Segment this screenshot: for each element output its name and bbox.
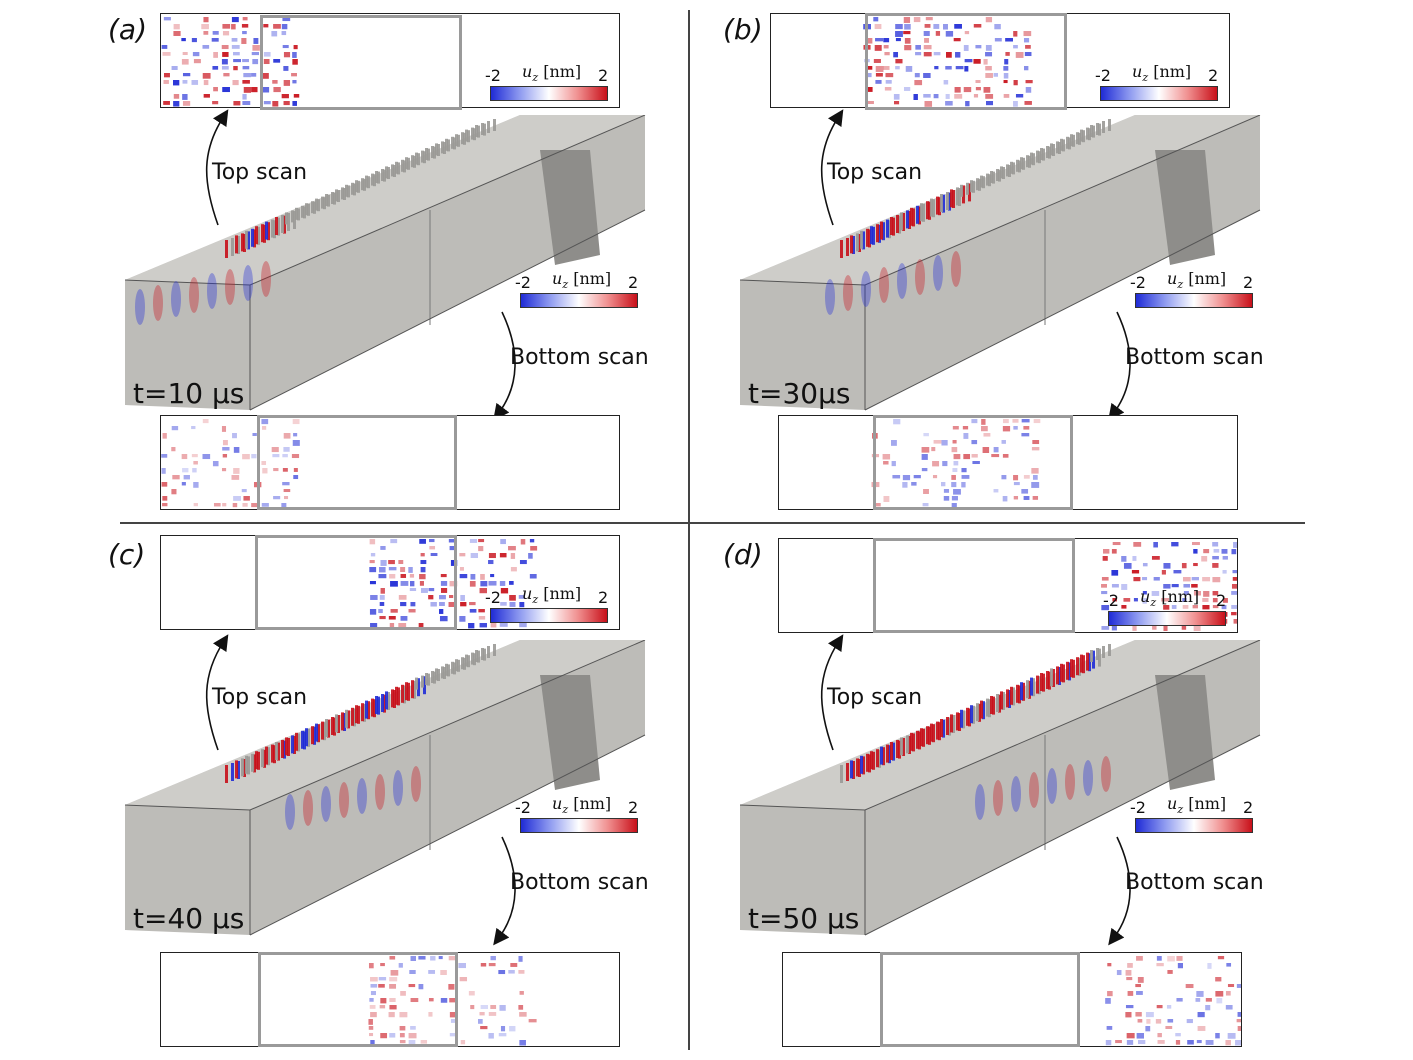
panel-label: (c) xyxy=(108,538,146,571)
time-label: t=50 μs xyxy=(748,902,860,935)
colorbar-min-label: -2 xyxy=(485,588,501,607)
curved-arrow xyxy=(820,634,844,751)
colorbar-min-label: -2 xyxy=(1130,273,1146,292)
curved-arrow xyxy=(205,634,229,751)
colorbar: -2 uz [nm] 2 xyxy=(1130,794,1265,840)
bottom-scan-highlight xyxy=(257,415,457,510)
colorbar-gradient xyxy=(1135,293,1253,308)
top-scan-label: Top scan xyxy=(827,685,923,710)
colorbar-max-label: 2 xyxy=(1243,273,1254,292)
structure-3d-view xyxy=(100,639,660,950)
colorbar-gradient xyxy=(520,818,638,833)
colorbar-min-label: -2 xyxy=(485,66,501,85)
curved-arrow xyxy=(493,836,516,946)
colorbar-min-label: -2 xyxy=(1103,591,1119,610)
colorbar-max-label: 2 xyxy=(1208,66,1219,85)
time-label: t=10 μs xyxy=(133,377,245,410)
colorbar-min-label: -2 xyxy=(515,798,531,817)
colorbar: -2 uz [nm] 2 xyxy=(1130,269,1265,315)
colorbar-max-label: 2 xyxy=(1216,591,1227,610)
colorbar-max-label: 2 xyxy=(628,798,639,817)
bottom-scan-label: Bottom scan xyxy=(1125,345,1264,370)
colorbar-max-label: 2 xyxy=(598,588,609,607)
panel-label: (b) xyxy=(723,13,763,46)
panel-label: (a) xyxy=(108,13,148,46)
bottom-scan-highlight xyxy=(880,952,1080,1047)
colorbar-title: uz [nm] xyxy=(552,269,612,292)
curved-arrow xyxy=(1108,311,1131,421)
panel-label: (d) xyxy=(723,538,763,571)
colorbar-title: uz [nm] xyxy=(522,62,582,85)
bottom-scan-highlight xyxy=(873,415,1073,510)
colorbar-title: uz [nm] xyxy=(1167,269,1227,292)
top-scan-highlight xyxy=(865,13,1067,110)
colorbar-title: uz [nm] xyxy=(1167,794,1227,817)
top-scan-label: Top scan xyxy=(827,160,923,185)
colorbar: -2 uz [nm] 2 xyxy=(1103,587,1238,633)
bottom-scan-plot xyxy=(160,415,620,510)
time-label: t=40 μs xyxy=(133,902,245,935)
colorbar-max-label: 2 xyxy=(628,273,639,292)
top-scan-highlight xyxy=(255,535,457,630)
bottom-scan-label: Bottom scan xyxy=(510,870,649,895)
colorbar-min-label: -2 xyxy=(1095,66,1111,85)
bottom-scan-label: Bottom scan xyxy=(1125,870,1264,895)
colorbar: -2 uz [nm] 2 xyxy=(515,794,650,840)
colorbar-gradient xyxy=(1100,86,1218,101)
structure-3d-view xyxy=(715,639,1275,950)
curved-arrow xyxy=(493,311,516,421)
colorbar-max-label: 2 xyxy=(598,66,609,85)
colorbar: -2 uz [nm] 2 xyxy=(1095,62,1230,108)
colorbar-title: uz [nm] xyxy=(552,794,612,817)
bottom-scan-plot xyxy=(778,415,1238,510)
colorbar-title: uz [nm] xyxy=(522,584,582,607)
colorbar-gradient xyxy=(490,86,608,101)
curved-arrow xyxy=(1108,836,1131,946)
colorbar-title: uz [nm] xyxy=(1132,62,1192,85)
colorbar-gradient xyxy=(1108,611,1226,626)
bottom-scan-highlight xyxy=(258,952,458,1047)
top-scan-label: Top scan xyxy=(212,685,308,710)
colorbar-min-label: -2 xyxy=(1130,798,1146,817)
colorbar-max-label: 2 xyxy=(1243,798,1254,817)
curved-arrow xyxy=(820,109,844,226)
colorbar: -2 uz [nm] 2 xyxy=(485,62,620,108)
horizontal-divider xyxy=(120,522,1305,524)
structure-3d-view xyxy=(715,114,1275,425)
top-scan-highlight xyxy=(260,15,462,110)
bottom-scan-label: Bottom scan xyxy=(510,345,649,370)
time-label: t=30μs xyxy=(748,377,851,410)
colorbar-title: uz [nm] xyxy=(1140,587,1200,610)
top-scan-highlight xyxy=(873,538,1075,633)
colorbar-gradient xyxy=(520,293,638,308)
colorbar-gradient xyxy=(1135,818,1253,833)
colorbar-min-label: -2 xyxy=(515,273,531,292)
vertical-divider xyxy=(688,10,690,1050)
top-scan-label: Top scan xyxy=(212,160,308,185)
curved-arrow xyxy=(205,109,229,226)
colorbar: -2 uz [nm] 2 xyxy=(515,269,650,315)
colorbar-gradient xyxy=(490,608,608,623)
structure-3d-view xyxy=(100,114,660,425)
colorbar: -2 uz [nm] 2 xyxy=(485,584,620,630)
